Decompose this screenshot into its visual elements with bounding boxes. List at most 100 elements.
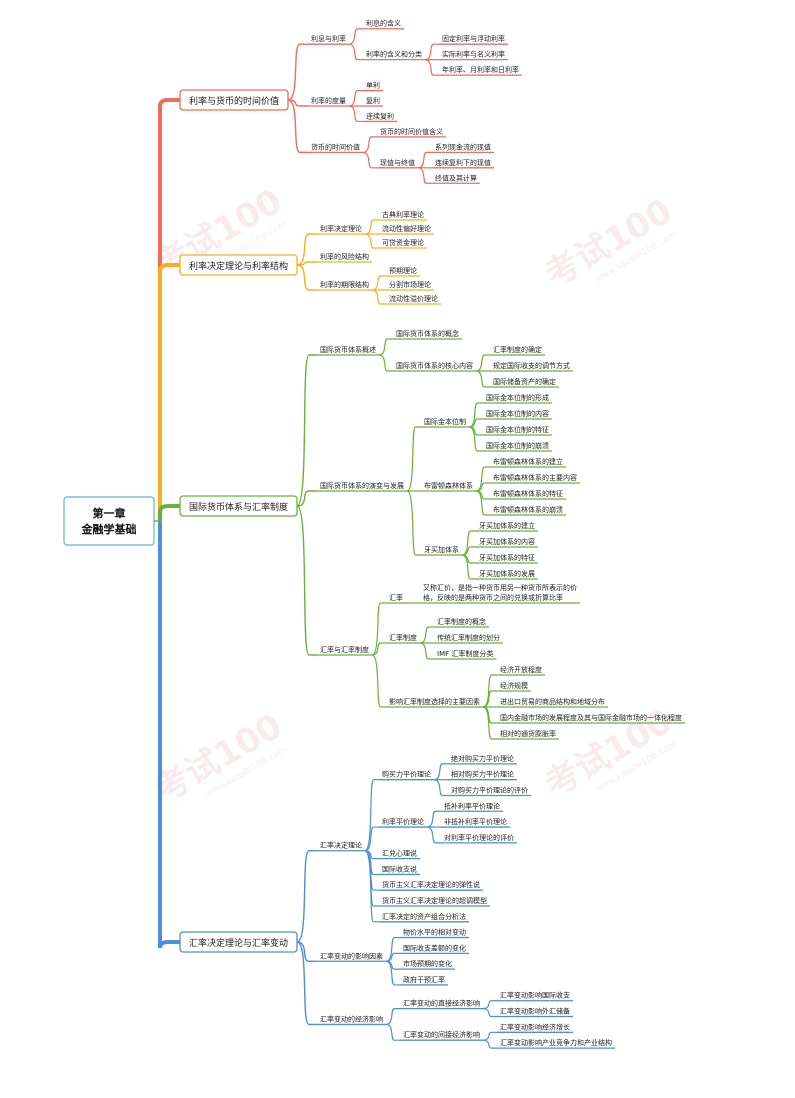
node: 购买力平价理论 bbox=[379, 770, 435, 781]
node: 汇率变动影响国际收支 bbox=[497, 991, 573, 1002]
node: 经济规模 bbox=[497, 681, 531, 692]
node-label: 经济开放程度 bbox=[500, 665, 542, 674]
node: 单利 bbox=[363, 81, 384, 92]
node: 汇率决定理论 bbox=[317, 841, 366, 852]
node: 进出口贸易的商品结构和地域分布 bbox=[497, 697, 608, 708]
node: 利率的度量 bbox=[308, 96, 350, 107]
node-label: 流动性偏好理论 bbox=[382, 224, 431, 233]
node: 非抵补利率平价理论 bbox=[441, 817, 511, 828]
node: IMF 汇率制度分类 bbox=[434, 649, 497, 660]
node: 汇率变动影响外汇储备 bbox=[497, 1007, 573, 1018]
node-label: 牙买加体系的建立 bbox=[479, 521, 535, 530]
node: 连续复利下的现值 bbox=[432, 158, 494, 169]
node-label: 汇率变动影响产业竞争力和产业结构 bbox=[500, 1038, 612, 1047]
node: 国内金融市场的发展程度及其与国际金融市场的一体化程度 bbox=[497, 713, 685, 724]
node-label: 汇率 bbox=[389, 593, 403, 602]
node-label: 货币主义汇率决定理论的弹性说 bbox=[382, 880, 480, 889]
node-label: 对利率平价理论的评价 bbox=[444, 833, 514, 842]
node-label: 汇率决定理论 bbox=[320, 841, 362, 850]
node: 传统汇率制度的划分 bbox=[434, 633, 504, 644]
node-label: 利率的含义和分类 bbox=[366, 50, 422, 59]
node: 汇率变动的直接经济影响 bbox=[400, 999, 484, 1010]
node-label: 利率平价理论 bbox=[382, 817, 424, 826]
node-label: 汇率变动影响经济增长 bbox=[500, 1022, 570, 1031]
node-label: 物价水平的相对变动 bbox=[403, 928, 466, 937]
node-label: 国际收支差额的变化 bbox=[403, 943, 466, 952]
root-box bbox=[63, 496, 155, 546]
node-label: 相对的通货膨胀率 bbox=[500, 729, 556, 738]
root-title: 第一章 bbox=[93, 506, 126, 520]
node-label: 汇率变动影响国际收支 bbox=[500, 991, 570, 1000]
node: 牙买加体系的特征 bbox=[476, 553, 538, 564]
node-label: 规定国际收支的调节方式 bbox=[493, 361, 570, 370]
node: 货币主义汇率决定理论的超调模型 bbox=[379, 896, 491, 907]
node-label: 连续复利 bbox=[366, 111, 394, 120]
node: 利息的含义 bbox=[363, 19, 405, 30]
node: 流动性溢价理论 bbox=[386, 294, 442, 305]
node-label: 传统汇率制度的划分 bbox=[437, 633, 500, 642]
node-label: 又称汇价，是指一种货币用另一种货币所表示的价 bbox=[423, 583, 577, 592]
node: 国际金本位制的形成 bbox=[483, 393, 552, 404]
node-label: IMF 汇率制度分类 bbox=[437, 649, 493, 658]
node-label: 汇率决定的资产组合分析法 bbox=[382, 912, 466, 921]
node-label: 系列现金流的现值 bbox=[435, 142, 491, 151]
node-label: 汇兑心理说 bbox=[382, 849, 417, 858]
node: 汇率决定的资产组合分析法 bbox=[379, 912, 470, 923]
node: 市场预期的变化 bbox=[400, 959, 456, 970]
node-label: 复利 bbox=[366, 96, 380, 105]
node: 汇率变动的经济影响 bbox=[317, 1014, 387, 1026]
node-label: 货币的时间价值含义 bbox=[380, 127, 443, 136]
node-label: 实际利率与名义利率 bbox=[442, 50, 505, 59]
node-label: 布雷顿森林体系的崩溃 bbox=[493, 505, 563, 514]
node-label: 利率的风险结构 bbox=[320, 252, 369, 261]
node: 分割市场理论 bbox=[386, 280, 435, 291]
node: 布雷顿森林体系的特征 bbox=[490, 489, 566, 500]
node: 国际金本位制的内容 bbox=[483, 409, 552, 420]
node: 实际利率与名义利率 bbox=[439, 50, 508, 61]
node-label: 利率的度量 bbox=[311, 96, 346, 105]
node: 货币主义汇率决定理论的弹性说 bbox=[379, 880, 484, 891]
node-label: 预期理论 bbox=[389, 266, 417, 275]
node: 绝对购买力平价理论 bbox=[448, 754, 517, 765]
node-label: 国际金本位制的特征 bbox=[486, 425, 549, 434]
node-label: 利息的含义 bbox=[366, 19, 401, 28]
node-label: 汇率变动的经济影响 bbox=[320, 1014, 383, 1023]
node: 汇率变动影响产业竞争力和产业结构 bbox=[497, 1038, 615, 1049]
node: 国际货币体系的演变与发展 bbox=[317, 481, 408, 492]
node: 复利 bbox=[363, 96, 384, 107]
node: 牙买加体系 bbox=[421, 545, 463, 556]
node: 汇率变动的影响因素 bbox=[317, 951, 387, 962]
node-label: 货币的时间价值 bbox=[311, 142, 360, 151]
node-label: 年利率、月利率和日利率 bbox=[442, 65, 519, 74]
node: 相对购买力平价理论 bbox=[448, 770, 517, 781]
node: 汇率 bbox=[386, 593, 407, 604]
branch-label: 汇率决定理论与汇率变动 bbox=[189, 937, 288, 949]
node: 国际储备资产的确定 bbox=[490, 377, 559, 388]
node-label: 汇率变动的影响因素 bbox=[320, 951, 383, 960]
node: 对利率平价理论的评价 bbox=[441, 833, 517, 844]
node: 终值及其计算 bbox=[432, 173, 481, 184]
node-label: 牙买加体系的内容 bbox=[479, 537, 535, 546]
node: 汇率变动影响经济增长 bbox=[497, 1022, 573, 1033]
node: 布雷顿森林体系的建立 bbox=[490, 457, 566, 468]
node: 影响汇率制度选择的主要因素 bbox=[386, 697, 484, 708]
node-label: 利率的期限结构 bbox=[320, 280, 369, 289]
node-label: 绝对购买力平价理论 bbox=[451, 754, 514, 763]
node-label: 国际货币体系概述 bbox=[320, 345, 376, 354]
node-label: 国际收支说 bbox=[382, 864, 417, 873]
node-label: 汇率制度的概念 bbox=[437, 617, 486, 626]
node-label: 布雷顿森林体系 bbox=[424, 481, 473, 490]
node-label: 国际货币体系的演变与发展 bbox=[320, 481, 404, 490]
node-label: 布雷顿森林体系的主要内容 bbox=[493, 473, 577, 482]
node: 布雷顿森林体系的崩溃 bbox=[490, 505, 566, 516]
node-label: 汇率制度的确定 bbox=[493, 345, 542, 354]
node: 货币的时间价值 bbox=[308, 142, 364, 154]
node-label: 国际金本位制 bbox=[424, 417, 466, 426]
node: 利息与利率 bbox=[308, 34, 350, 45]
node: 国际金本位制的特征 bbox=[483, 425, 552, 436]
node: 布雷顿森林体系的主要内容 bbox=[490, 473, 580, 484]
node-label: 牙买加体系 bbox=[424, 545, 459, 554]
node: 固定利率与浮动利率 bbox=[439, 34, 508, 45]
node-label: 现值与终值 bbox=[380, 158, 415, 167]
